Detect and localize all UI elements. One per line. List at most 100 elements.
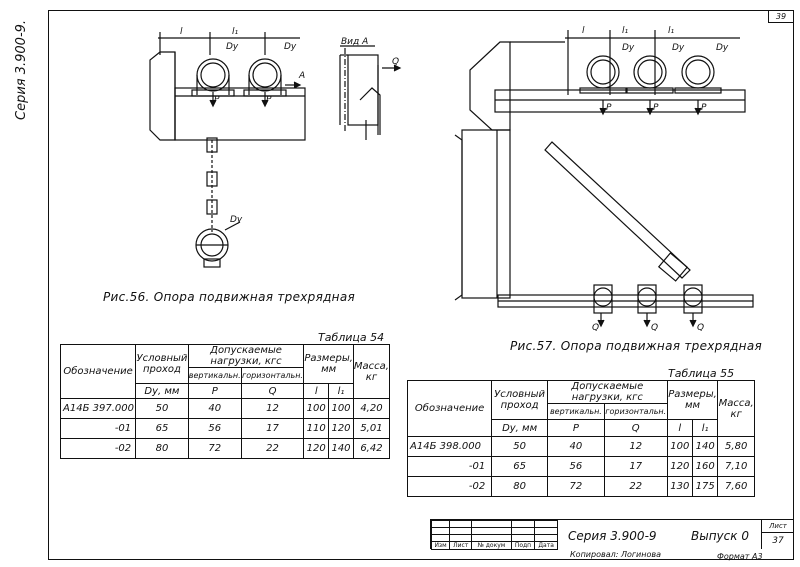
- fig56-beam: [174, 87, 306, 141]
- stamp-col-list: Лист: [449, 541, 473, 550]
- fig56-p-label-2: P: [266, 95, 272, 105]
- table55-h-p: P: [547, 419, 605, 437]
- fig57-beam: [494, 89, 746, 113]
- table54-cell-p: 72: [187, 438, 242, 459]
- fig57-l1-label-1: l₁: [622, 26, 629, 36]
- fig57-dy-label-3: Dy: [716, 43, 729, 53]
- fig57-lower-pipe-2: [637, 287, 657, 307]
- fig56-dy-label-2: Dy: [284, 42, 297, 52]
- fig57-lower-pipe-3: [683, 287, 703, 307]
- table55-cell-p: 56: [547, 456, 605, 477]
- stamp-col-date: Дата: [534, 541, 558, 550]
- stamp-sheet-box: Лист 37: [761, 520, 794, 549]
- fig57-l1-label-2: l₁: [668, 26, 675, 36]
- stamp-sheet-label: Лист: [762, 520, 794, 533]
- table55-cell-des: -02: [406, 476, 493, 497]
- fig57-pipe-3: [681, 55, 715, 89]
- table54-cell-q: 17: [240, 418, 305, 439]
- table55-cell-des: А14Б 398.000: [406, 436, 493, 457]
- table-row: А14Б 397.000 50 40 12 100 100 4,20: [59, 398, 391, 419]
- table54-cell-l1: 120: [328, 418, 354, 439]
- stamp-col-izm: Изм: [430, 541, 451, 550]
- fig57-q-label-3: Q: [697, 323, 704, 333]
- table-row: -01 65 56 17 110 120 5,01: [59, 418, 391, 439]
- corner-page-number: 39: [768, 11, 793, 23]
- table54-cell-l: 100: [303, 398, 330, 419]
- table55-cell-l1: 160: [691, 456, 719, 477]
- table55-cell-l1: 140: [691, 436, 719, 457]
- table54-h-loads: Допускаемые нагрузки, кгс: [187, 344, 305, 368]
- table55-cell-dy: 50: [491, 436, 548, 457]
- table-54: Обозначение Условный проход Допускаемые …: [59, 344, 391, 459]
- fig57-p-label-3: P: [701, 103, 707, 113]
- table54-h-vert: вертикальн.: [187, 367, 242, 384]
- table55-h-loads: Допускаемые нагрузки, кгс: [547, 380, 668, 404]
- stamp-issue: Выпуск 0: [691, 529, 749, 543]
- table55-cell-l: 130: [666, 476, 694, 497]
- table54-cell-l: 110: [303, 418, 330, 439]
- fig57-pipe-1: [586, 55, 620, 89]
- table55-h-vert: вертикальн.: [547, 403, 605, 420]
- stamp-col-doc: № докум: [471, 541, 512, 550]
- table54-cell-dy: 65: [135, 418, 189, 439]
- table55-cell-q: 17: [603, 456, 668, 477]
- table54-cell-des: А14Б 397.000: [59, 398, 137, 419]
- fig56-dy-label-1: Dy: [226, 42, 239, 52]
- table54-cell-m: 5,01: [352, 418, 391, 439]
- table54-h-l: l: [303, 383, 330, 399]
- table54-cell-dy: 50: [135, 398, 189, 419]
- fig57-dy-label-1: Dy: [622, 43, 635, 53]
- table54-cell-m: 4,20: [352, 398, 391, 419]
- table55-h-mass: Масса, кг: [717, 380, 755, 437]
- table55-h-l: l: [666, 419, 694, 437]
- fig57-q-label-1: Q: [592, 323, 599, 333]
- table55-cell-l1: 175: [691, 476, 719, 497]
- table54-h-passage: Условный проход: [135, 344, 189, 384]
- sheet-format: Формат А3: [717, 552, 763, 561]
- fig56-p-label-1: P: [214, 95, 220, 105]
- table54-cell-p: 40: [187, 398, 242, 419]
- table-55: Обозначение Условный проход Допускаемые …: [406, 380, 755, 497]
- fig57-p-label-1: P: [606, 103, 612, 113]
- table55-h-q: Q: [603, 419, 668, 437]
- table54-h-sizes: Размеры, мм: [303, 344, 354, 384]
- fig57-dy-label-2: Dy: [672, 43, 685, 53]
- table55-cell-q: 12: [603, 436, 668, 457]
- fig56-dy-label-3: Dy: [230, 215, 243, 225]
- table55-cell-m: 7,10: [717, 456, 755, 477]
- table55-cell-l: 120: [666, 456, 694, 477]
- table55-h-designation: Обозначение: [406, 380, 493, 437]
- table55-h-l1: l₁: [691, 419, 719, 437]
- table55-title: Таблица 55: [668, 367, 735, 380]
- table54-h-horiz: горизонтальн.: [240, 367, 305, 384]
- table55-cell-dy: 65: [491, 456, 548, 477]
- fig56-l-label: l: [180, 27, 183, 37]
- fig56-l1-label: l₁: [232, 27, 239, 37]
- table54-cell-q: 22: [240, 438, 305, 459]
- table55-cell-q: 22: [603, 476, 668, 497]
- table55-cell-m: 5,80: [717, 436, 755, 457]
- stamp-series: Серия 3.900-9: [568, 529, 657, 543]
- table54-cell-m: 6,42: [352, 438, 391, 459]
- fig56-q-label: Q: [392, 57, 399, 67]
- stamp-sheet-number: 37: [772, 536, 784, 546]
- table55-h-horiz: горизонтальн.: [603, 403, 668, 420]
- fig56-a-label: A: [298, 71, 305, 81]
- fig57-column-low: [454, 134, 463, 301]
- table54-cell-des: -02: [59, 438, 137, 459]
- table55-cell-p: 72: [547, 476, 605, 497]
- fig57-l-label: l: [582, 26, 585, 36]
- fig57-lower-pipe-1: [593, 287, 613, 307]
- table54-cell-l: 120: [303, 438, 330, 459]
- copied-by: Копировал: Логинова: [570, 550, 661, 559]
- fig57-pipe-2: [633, 55, 667, 89]
- table54-h-dy: Dу, мм: [135, 383, 189, 399]
- table55-h-sizes: Размеры, мм: [666, 380, 719, 420]
- table54-h-p: P: [187, 383, 242, 399]
- table54-h-q: Q: [240, 383, 305, 399]
- table54-title: Таблица 54: [318, 331, 385, 344]
- table55-cell-dy: 80: [491, 476, 548, 497]
- table54-h-l1: l₁: [328, 383, 354, 399]
- table-row: -01 65 56 17 120 160 7,10: [406, 456, 755, 477]
